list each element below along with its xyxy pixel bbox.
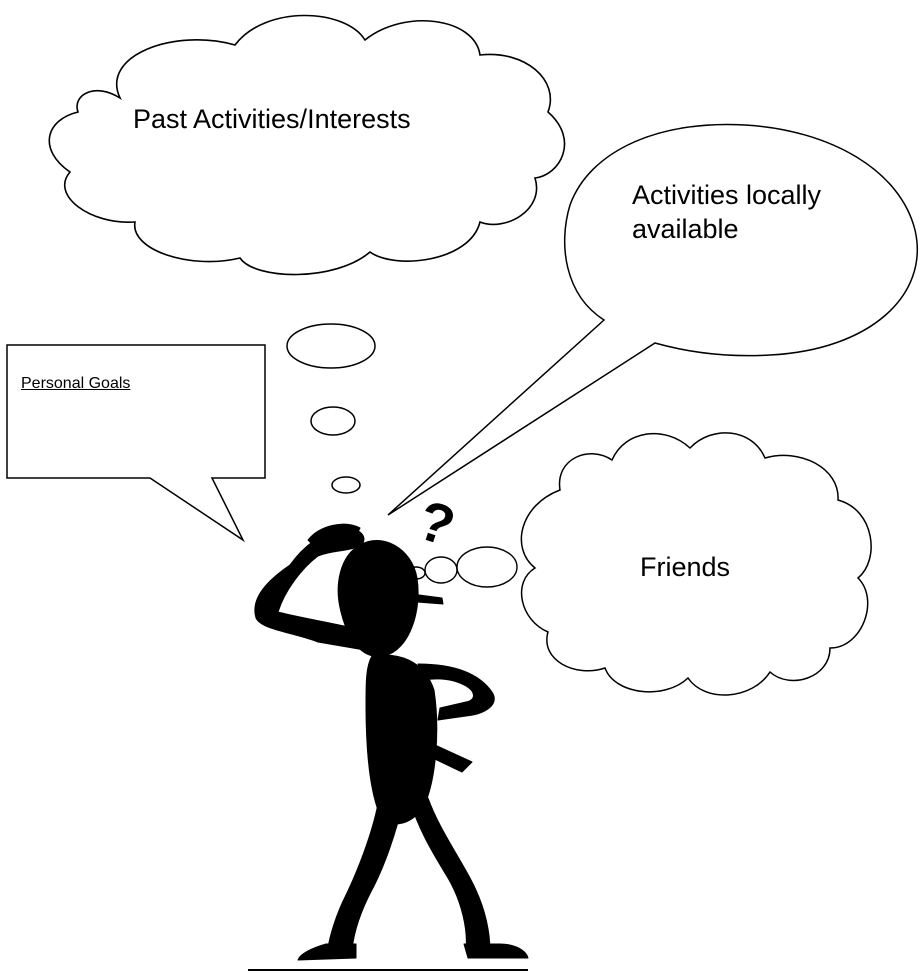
thought-bubble-large [286, 323, 376, 369]
friends-trail-bubble-2 [424, 556, 458, 584]
friends-label: Friends [640, 552, 731, 582]
thought-bubble-small [331, 476, 361, 494]
local-activities-balloon [387, 123, 918, 516]
local-activities-line-2: available [632, 214, 739, 244]
local-activities-line-1: Activities locally [632, 180, 822, 210]
past-activities-cloud [48, 14, 566, 276]
friends-trail-bubble-3 [456, 546, 518, 588]
thinking-figure [254, 523, 529, 961]
personal-goals-callout [6, 344, 266, 543]
personal-goals-label: Personal Goals [21, 375, 131, 392]
past-activities-label: Past Activities/Interests [133, 104, 411, 134]
friends-cloud [520, 432, 872, 696]
thought-bubble-medium [310, 406, 356, 436]
local-activities-label: Activities locally available [632, 178, 872, 246]
question-mark: ? [411, 488, 463, 558]
